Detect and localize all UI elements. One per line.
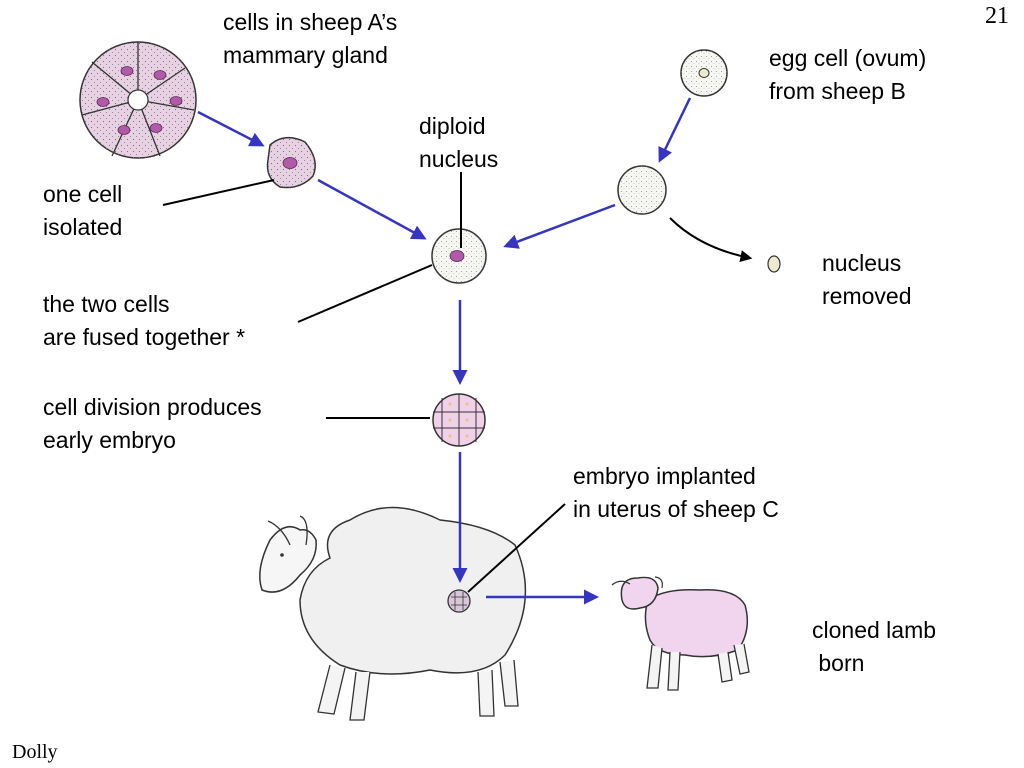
- egg-cell: [680, 49, 728, 97]
- arrow-egg-to-fused: [503, 203, 616, 249]
- early-embryo: [432, 393, 486, 447]
- slide-number: 21: [985, 3, 1009, 29]
- footer-label: Dolly: [12, 741, 58, 763]
- mammary-cell-cluster: [79, 41, 197, 159]
- cloned-lamb-illustration: [611, 576, 750, 691]
- arrow-isolated-to-fused: [317, 178, 427, 240]
- label-cell-division: cell division produces early embryo: [43, 394, 262, 453]
- isolated-cell: [266, 136, 316, 189]
- leader-implanted: [467, 503, 566, 593]
- arrow-egg-to-enucleated: [658, 97, 692, 163]
- removed-nucleus: [767, 255, 781, 273]
- arrow-nucleus-removed: [669, 217, 753, 262]
- sheep-c-illustration: [259, 506, 527, 721]
- label-cloned-lamb: cloned lamb born: [812, 617, 937, 676]
- enucleated-egg-cell: [617, 165, 667, 215]
- label-diploid-nucleus: diploid nucleus: [419, 113, 499, 172]
- label-egg-cell: egg cell (ovum) from sheep B: [769, 45, 927, 104]
- label-mammary-gland: cells in sheep A’s mammary gland: [223, 9, 398, 68]
- fused-cell: [431, 228, 487, 284]
- implanted-embryo: [447, 589, 471, 613]
- label-nucleus-removed: nucleus removed: [822, 250, 912, 309]
- leader-fused: [297, 264, 433, 323]
- leader-isolated: [162, 179, 275, 206]
- arrow-cluster-to-isolated: [197, 110, 265, 147]
- label-one-cell-isolated: one cell isolated: [43, 181, 123, 240]
- label-embryo-implanted: embryo implanted in uterus of sheep C: [573, 463, 779, 522]
- label-cells-fused: the two cells are fused together *: [43, 291, 246, 350]
